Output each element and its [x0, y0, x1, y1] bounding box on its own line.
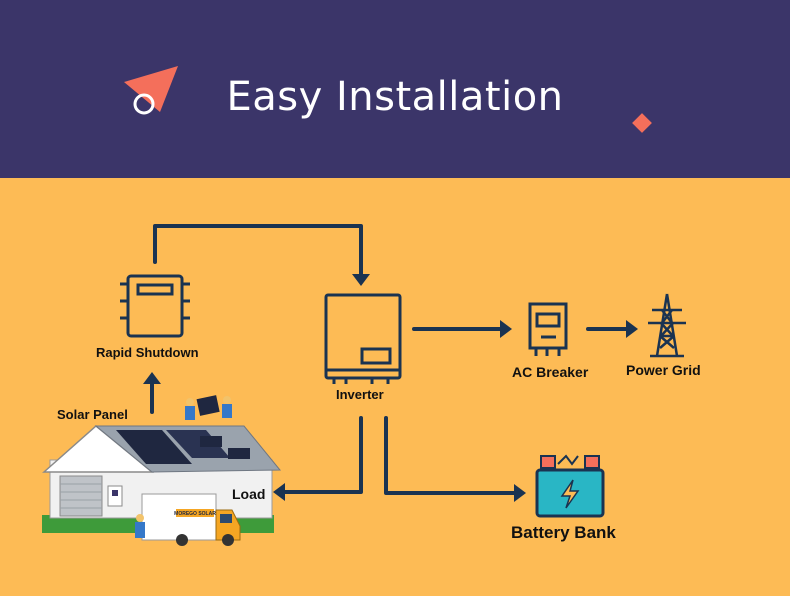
inverter-icon — [324, 293, 402, 384]
arrow-inverter-to-load — [277, 416, 363, 494]
battery-icon — [535, 454, 605, 518]
inverter-label: Inverter — [336, 387, 384, 402]
load-label: Load — [232, 486, 266, 502]
ac-breaker-icon — [528, 302, 568, 356]
rapid-shutdown-icon — [120, 274, 190, 338]
ac-breaker-label: AC Breaker — [512, 364, 589, 380]
solar-panel-label: Solar Panel — [57, 407, 128, 422]
power-grid-label: Power Grid — [626, 362, 701, 378]
house-illustration — [42, 425, 282, 533]
header-banner — [0, 0, 790, 178]
battery-bank-label: Battery Bank — [511, 523, 616, 542]
truck-brand: MOREGO SOLAR — [174, 511, 216, 517]
installers-icon — [185, 395, 232, 420]
rapid-shutdown-label: Rapid Shutdown — [96, 345, 199, 360]
power-grid-icon — [648, 293, 686, 358]
decor-triangle-icon — [124, 66, 178, 115]
arrow-inverter-to-battery — [384, 416, 520, 495]
truck-illustration — [135, 493, 241, 546]
arrow-shutdown-to-inverter — [153, 224, 363, 280]
page-title: Easy Installation — [226, 74, 564, 120]
